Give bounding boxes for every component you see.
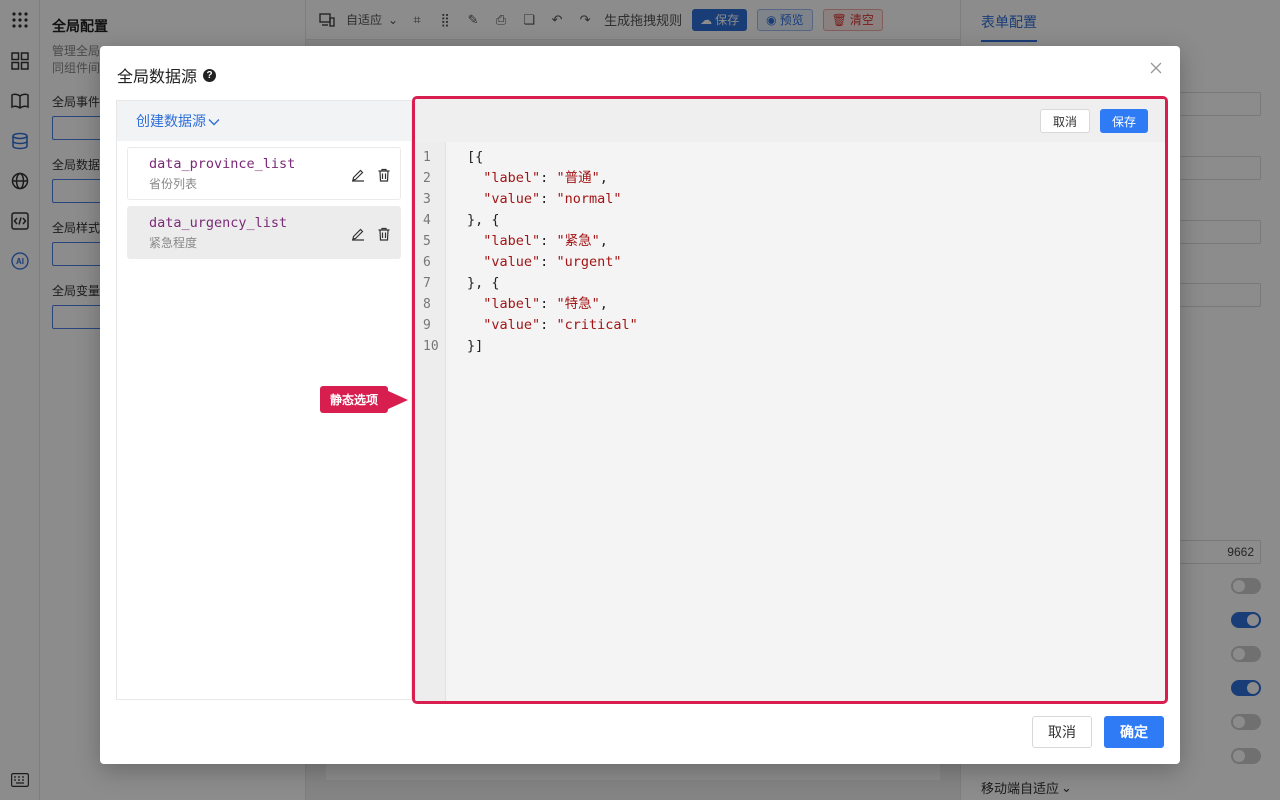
dialog-cancel-button[interactable]: 取消 bbox=[1032, 716, 1092, 748]
editor-cancel-button[interactable]: 取消 bbox=[1040, 109, 1091, 133]
code-line: "value": "normal" bbox=[483, 191, 622, 207]
toolbar-preview-button[interactable]: ◉预览 bbox=[757, 8, 813, 31]
line-number: 6 bbox=[423, 255, 431, 270]
panel-description: 管理全局 同组件间 bbox=[52, 44, 101, 75]
global-events-label: 全局事件 bbox=[52, 95, 101, 109]
code-icon[interactable] bbox=[9, 210, 31, 232]
undo-icon[interactable]: ↶ bbox=[551, 11, 563, 27]
code-line: "label": "紧急", bbox=[483, 233, 608, 249]
redo-icon[interactable]: ↷ bbox=[579, 11, 591, 27]
script-icon[interactable]: ❏ bbox=[523, 11, 535, 27]
line-number: 3 bbox=[423, 192, 431, 207]
datasource-name: data_province_list bbox=[149, 156, 296, 172]
code-line: }] bbox=[467, 338, 484, 354]
create-datasource-button[interactable]: 创建数据源 bbox=[117, 101, 411, 141]
line-number: 2 bbox=[423, 171, 431, 186]
code-line: "label": "特急", bbox=[483, 296, 608, 312]
print-icon[interactable]: ⎙ bbox=[495, 11, 507, 27]
code-line: }, { bbox=[467, 275, 500, 291]
close-icon[interactable] bbox=[1148, 60, 1164, 76]
apps-grid-icon[interactable] bbox=[9, 9, 31, 31]
icon-rail: AI bbox=[0, 0, 40, 800]
device-icon[interactable] bbox=[318, 11, 336, 29]
line-number: 1 bbox=[423, 150, 431, 165]
designer-toolbar: 自适应 ⌄ ⌗ ⣿ ✎ ⎙ ❏ ↶ ↷ 生成拖拽规则 ☁保存 ◉预览 🗑清空 bbox=[306, 0, 960, 40]
generate-rule-button[interactable]: 生成拖拽规则 bbox=[604, 13, 683, 28]
chevron-down-icon: ⌄ bbox=[388, 12, 399, 27]
line-number: 5 bbox=[423, 234, 431, 249]
datasource-desc: 紧急程度 bbox=[149, 236, 198, 250]
edit-icon[interactable] bbox=[350, 167, 366, 183]
global-datasource-dialog: 全局数据源 ? 创建数据源 data_province_list 省份列表 bbox=[100, 46, 1180, 764]
config-toggle-2[interactable] bbox=[1231, 612, 1261, 628]
config-toggle-6[interactable] bbox=[1231, 748, 1261, 764]
tab-form-config[interactable]: 表单配置 bbox=[981, 12, 1037, 42]
trash-icon: 🗑 bbox=[831, 12, 847, 27]
toolbar-clear-button[interactable]: 🗑清空 bbox=[822, 8, 883, 31]
svg-text:AI: AI bbox=[16, 257, 24, 266]
cloud-icon: ☁ bbox=[700, 12, 713, 27]
static-options-callout: 静态选项 bbox=[320, 386, 409, 413]
ai-icon[interactable]: AI bbox=[9, 250, 31, 272]
datasource-item[interactable]: data_province_list 省份列表 bbox=[127, 147, 401, 200]
chevron-down-icon: ⌄ bbox=[1061, 779, 1072, 795]
book-icon[interactable] bbox=[9, 90, 31, 112]
database-icon[interactable] bbox=[9, 130, 31, 152]
chevron-down-icon bbox=[208, 113, 220, 129]
global-data-label: 全局数据 bbox=[52, 158, 101, 172]
line-number: 4 bbox=[423, 213, 431, 228]
mobile-adaptive-toggle[interactable]: 移动端自适应 ⌄ bbox=[981, 779, 1072, 797]
crop-icon[interactable]: ⌗ bbox=[413, 11, 421, 27]
device-select-value: 自适应 bbox=[346, 13, 383, 27]
grid-icon[interactable]: ⣿ bbox=[440, 11, 450, 27]
line-number: 9 bbox=[423, 318, 431, 333]
dialog-confirm-button[interactable]: 确定 bbox=[1104, 716, 1164, 748]
toolbar-save-button[interactable]: ☁保存 bbox=[692, 8, 748, 31]
line-number: 10 bbox=[423, 339, 439, 354]
datasource-item[interactable]: data_urgency_list 紧急程度 bbox=[127, 206, 401, 259]
edit-icon[interactable]: ✎ bbox=[467, 11, 479, 27]
globe-icon[interactable] bbox=[9, 170, 31, 192]
delete-icon[interactable] bbox=[376, 167, 392, 183]
components-icon[interactable] bbox=[9, 50, 31, 72]
delete-icon[interactable] bbox=[376, 226, 392, 242]
config-toggle-1[interactable] bbox=[1231, 578, 1261, 594]
line-number: 7 bbox=[423, 276, 431, 291]
editor-toolbar: 取消 保存 bbox=[415, 99, 1165, 142]
code-line: "label": "普通", bbox=[483, 170, 608, 186]
config-toggle-4[interactable] bbox=[1231, 680, 1261, 696]
global-variables-label: 全局变量 bbox=[52, 284, 101, 298]
edit-icon[interactable] bbox=[350, 226, 366, 242]
panel-title: 全局配置 bbox=[52, 18, 108, 34]
datasource-desc: 省份列表 bbox=[149, 177, 198, 191]
editor-body[interactable]: 1 2 3 4 5 6 7 8 9 10 [{ "label": "普通", "value": "… bbox=[415, 142, 1165, 701]
eye-icon: ◉ bbox=[766, 12, 777, 27]
config-toggle-3[interactable] bbox=[1231, 646, 1261, 662]
datasource-list: data_province_list 省份列表 data_urgency_lis… bbox=[117, 141, 411, 271]
line-number-gutter: 1 2 3 4 5 6 7 8 9 10 bbox=[415, 142, 446, 701]
config-toggle-5[interactable] bbox=[1231, 714, 1261, 730]
line-number: 8 bbox=[423, 297, 431, 312]
help-icon[interactable]: ? bbox=[203, 68, 217, 82]
dialog-title: 全局数据源 ? bbox=[117, 63, 217, 87]
json-editor: 取消 保存 1 2 3 4 5 6 7 8 9 10 [{ "label": "普通", "val… bbox=[412, 96, 1168, 704]
code-line: "value": "urgent" bbox=[483, 254, 622, 270]
code-line: [{ bbox=[467, 149, 484, 165]
editor-save-button[interactable]: 保存 bbox=[1100, 109, 1149, 133]
code-line: }, { bbox=[467, 212, 500, 228]
global-style-label: 全局样式 bbox=[52, 221, 101, 235]
datasource-name: data_urgency_list bbox=[149, 215, 288, 231]
keyboard-icon[interactable] bbox=[9, 769, 31, 791]
code-line: "value": "critical" bbox=[483, 317, 638, 333]
code-area[interactable]: [{ "label": "普通", "value": "normal"}, { … bbox=[446, 142, 1165, 701]
device-select[interactable]: 自适应 ⌄ bbox=[346, 11, 398, 28]
